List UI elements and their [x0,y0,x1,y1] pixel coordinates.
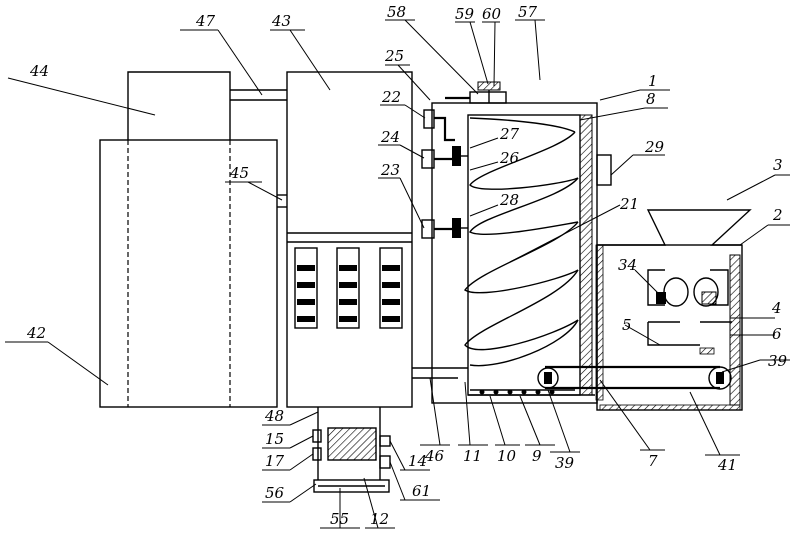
label-46: 46 [424,447,445,465]
label-3: 3 [773,156,783,174]
callout-labels: 44 47 43 45 42 25 22 24 23 58 59 60 57 1… [26,3,788,528]
label-55: 55 [330,510,349,528]
pump-assembly [312,407,391,493]
label-2: 2 [772,206,783,224]
label-25: 25 [384,47,404,65]
label-29: 29 [644,138,665,156]
label-5: 5 [622,316,632,334]
nozzle-assemblies [421,109,468,239]
spiral-21 [463,117,579,367]
rollers-34 [647,269,729,307]
label-27: 27 [499,125,520,143]
conveyor-41 [537,365,732,390]
pipe-45 [277,194,287,208]
label-24: 24 [380,128,400,146]
filter-elements [294,247,403,329]
label-7: 7 [648,452,658,470]
label-43: 43 [271,12,291,30]
label-14: 14 [408,452,427,470]
tank-42 [99,139,278,408]
pipe-46 [412,367,468,379]
label-44: 44 [29,62,49,80]
label-6: 6 [772,325,782,343]
label-12: 12 [370,510,389,528]
label-45: 45 [229,164,249,182]
label-4: 4 [771,299,782,317]
label-39-left: 39 [555,454,575,472]
pipe-47 [230,89,287,101]
label-15: 15 [265,430,284,448]
label-10: 10 [497,447,517,465]
filter-cartridge-3 [379,247,403,329]
label-17: 17 [265,452,285,470]
label-47: 47 [195,12,216,30]
label-61: 61 [412,482,431,500]
separator-plates [647,321,732,355]
leader-lines [5,19,790,529]
label-28: 28 [499,191,519,209]
motor-block [327,427,377,461]
label-59: 59 [455,5,475,23]
label-21: 21 [619,195,639,213]
chamber-43 [286,71,413,408]
label-11: 11 [463,447,482,465]
label-42: 42 [26,324,46,342]
top-fittings [445,81,507,104]
filter-cartridge-2 [336,247,360,329]
label-48: 48 [264,407,284,425]
label-8: 8 [646,90,656,108]
label-41: 41 [717,456,737,474]
bottom-plate-10 [470,389,575,395]
filter-cartridge-1 [294,247,318,329]
label-1: 1 [648,72,658,90]
sensor-29 [596,154,612,186]
label-9: 9 [532,447,542,465]
label-58: 58 [387,3,406,21]
label-26: 26 [499,149,520,167]
label-39-right: 39 [768,352,788,370]
label-56: 56 [265,484,285,502]
label-60: 60 [482,5,502,23]
label-23: 23 [380,161,400,179]
feed-housing-2 [595,209,752,411]
label-34: 34 [618,256,637,274]
tank-44 [127,71,231,140]
label-57: 57 [518,3,538,21]
label-22: 22 [381,88,401,106]
